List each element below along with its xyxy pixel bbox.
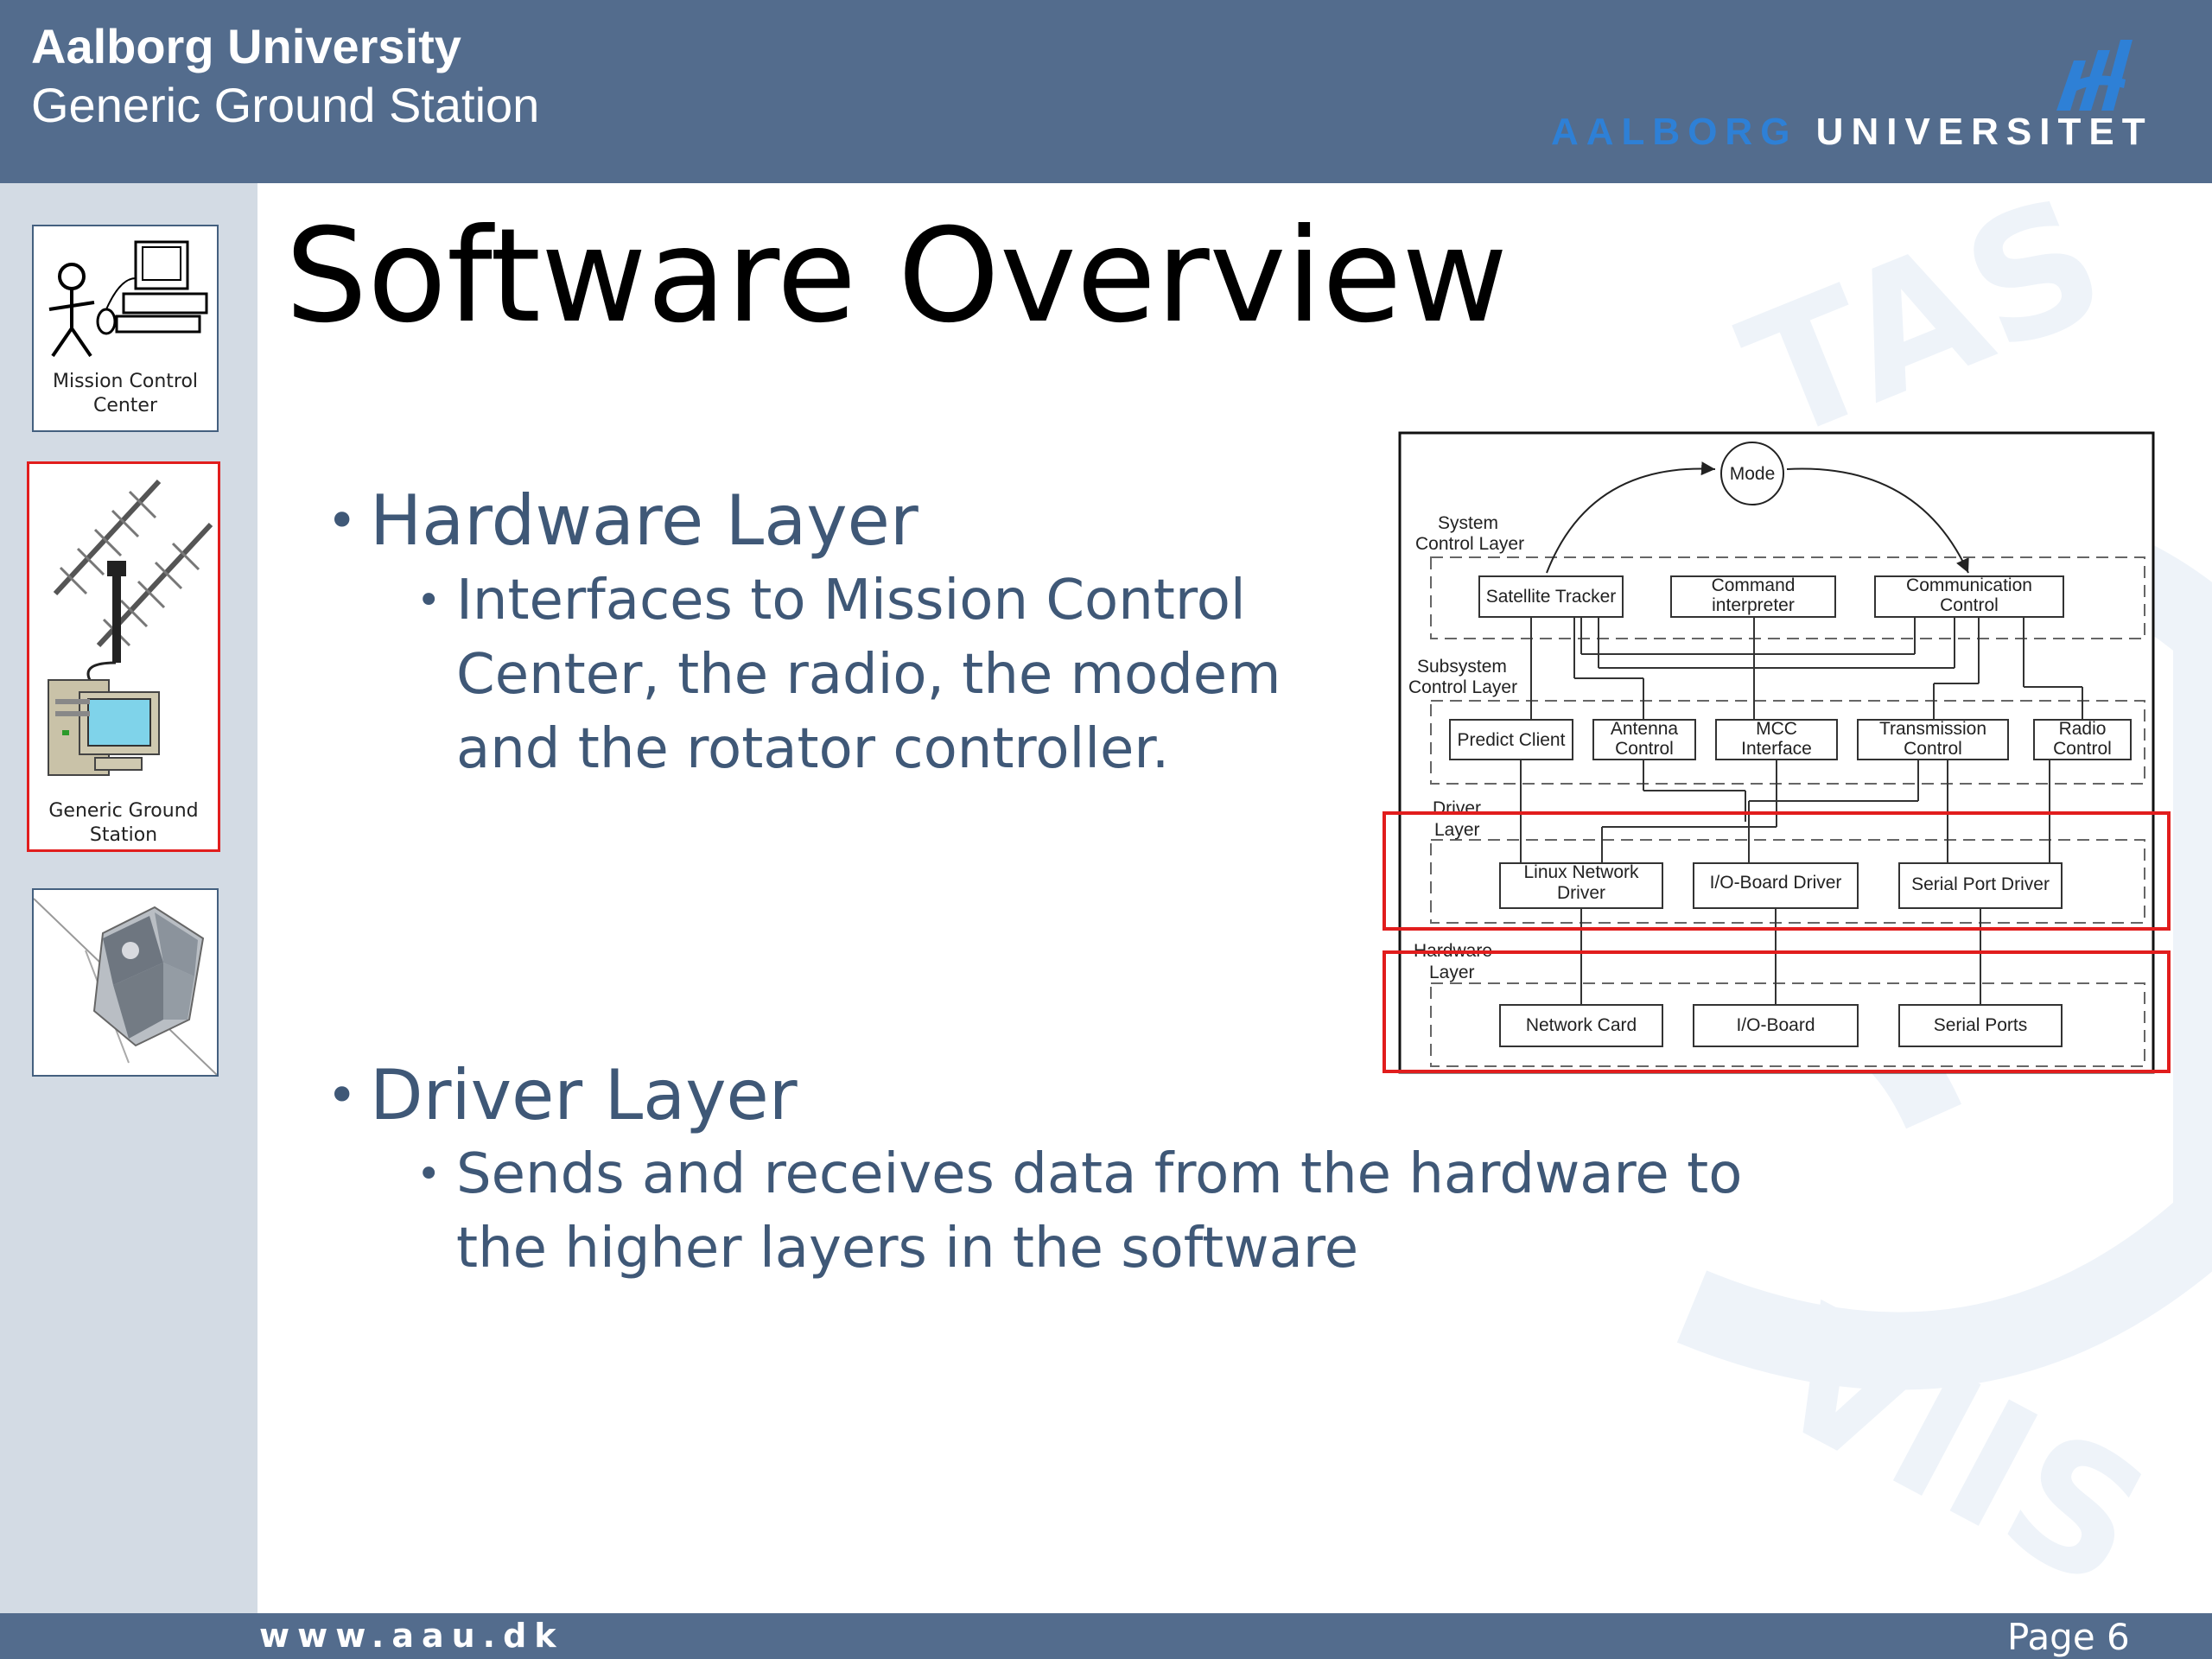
aau-logo-icon <box>2056 40 2133 111</box>
mission-control-icon <box>48 240 208 358</box>
sidebar-item-ground-station[interactable]: Generic Ground Station <box>27 461 220 852</box>
hardware-layer-box <box>1430 982 2145 1067</box>
bullet-hardware-layer: • Hardware Layer <box>327 480 918 563</box>
box-antenna-1: Antenna <box>1611 719 1679 739</box>
header-bar: Aalborg University Generic Ground Statio… <box>0 0 2212 183</box>
box-antenna-2: Control <box>1615 739 1674 759</box>
box-comm-2: Control <box>1940 595 1999 615</box>
box-ioboard: I/O-Board <box>1736 1015 1815 1035</box>
box-linux-1: Linux Network <box>1523 862 1639 882</box>
logo-word-aalborg: AALBORG <box>1551 111 1798 153</box>
mission-control-label-1: Mission Control <box>52 371 199 392</box>
system-layer-box <box>1430 556 2145 639</box>
footer-url[interactable]: www.aau.dk <box>259 1617 564 1655</box>
bullet-driver-layer: • Driver Layer <box>327 1054 798 1137</box>
software-architecture-diagram: Mode System Control Layer Subsystem Cont… <box>1382 431 2171 1074</box>
box-transmission-2: Control <box>1904 739 1962 759</box>
box-mcc-1: MCC <box>1756 719 1797 739</box>
logo-word-universitet: UNIVERSITET <box>1815 111 2153 153</box>
sub-bullet-dot-icon: • <box>416 576 442 625</box>
sidebar-item-satellite[interactable] <box>32 888 219 1077</box>
layer-label-system-1: System <box>1438 513 1498 533</box>
mode-node <box>1720 442 1784 505</box>
ground-station-label-1: Generic Ground <box>48 800 199 822</box>
layer-label-hardware-2: Layer <box>1429 963 1475 982</box>
ground-station-icon <box>48 479 213 776</box>
sub-bullet-hardware: • Interfaces to Mission Control Center, … <box>416 563 1286 786</box>
sub-bullet-driver: • Sends and receives data from the hardw… <box>416 1137 1804 1286</box>
sidebar: Mission Control Center <box>0 183 257 1613</box>
layer-label-driver-2: Layer <box>1434 820 1480 840</box>
satellite-icon <box>34 898 217 1075</box>
slide-title: Software Overview <box>285 201 1509 352</box>
box-command-1: Command <box>1712 575 1796 595</box>
highlight-hardware-layer <box>1382 950 2171 1073</box>
sub-bullet-dot-icon: • <box>416 1150 442 1198</box>
bullet-heading-driver: Driver Layer <box>370 1055 798 1135</box>
sub-bullet-driver-text: Sends and receives data from the hardwar… <box>456 1142 1743 1281</box>
box-ioboard-driver: I/O-Board Driver <box>1710 873 1842 893</box>
box-comm-1: Communication <box>1906 575 2032 595</box>
bullet-dot-icon: • <box>327 491 358 551</box>
box-radio-2: Control <box>2053 739 2112 759</box>
box-satellite-tracker: Satellite Tracker <box>1486 587 1617 607</box>
mode-label: Mode <box>1730 464 1776 484</box>
driver-layer-box <box>1430 839 2145 924</box>
box-predict-client: Predict Client <box>1458 730 1566 750</box>
box-transmission-1: Transmission <box>1879 719 1986 739</box>
header-title: Aalborg University <box>31 19 461 73</box>
footer-bar: www.aau.dk Page 6 <box>0 1613 2212 1659</box>
box-serial-ports: Serial Ports <box>1934 1015 2028 1035</box>
bullet-heading-hardware: Hardware Layer <box>370 480 918 561</box>
sub-bullet-hardware-text: Interfaces to Mission Control Center, th… <box>456 569 1281 781</box>
header-subtitle: Generic Ground Station <box>31 78 540 132</box>
box-mcc-2: Interface <box>1741 739 1812 759</box>
ground-station-label-2: Station <box>89 824 158 846</box>
layer-label-system-2: Control Layer <box>1415 534 1524 554</box>
box-linux-2: Driver <box>1557 883 1605 903</box>
box-radio-1: Radio <box>2059 719 2107 739</box>
box-network-card: Network Card <box>1526 1015 1637 1035</box>
mission-control-label-2: Center <box>92 395 158 416</box>
layer-label-driver-1: Driver <box>1433 798 1481 818</box>
layer-label-subsystem-1: Subsystem <box>1417 657 1507 677</box>
aau-logo-text: AALBORG UNIVERSITET <box>1551 111 2153 154</box>
subsystem-layer-box <box>1430 700 2145 785</box>
highlight-driver-layer <box>1382 811 2171 931</box>
layer-label-subsystem-2: Control Layer <box>1408 677 1517 697</box>
bullet-dot-icon: • <box>327 1065 358 1126</box>
page-number: Page 6 <box>2007 1616 2130 1658</box>
box-serial-driver: Serial Port Driver <box>1911 874 2050 894</box>
sidebar-item-mission-control[interactable]: Mission Control Center <box>32 225 219 432</box>
box-command-2: interpreter <box>1712 595 1795 615</box>
